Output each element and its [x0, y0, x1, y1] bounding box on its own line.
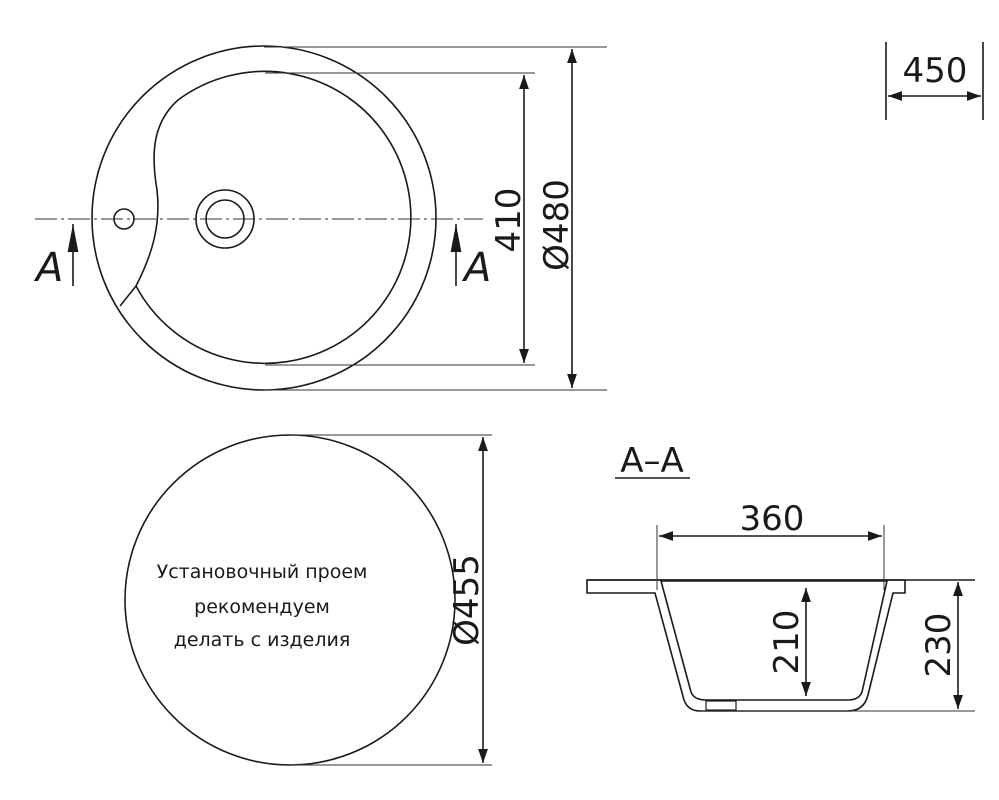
drain-outer [195, 189, 255, 249]
faucet-hole [113, 208, 135, 230]
bowl-depth-label: 210 [767, 610, 807, 675]
total-depth-label: 230 [919, 613, 959, 678]
cutout-dim-label: Ø455 [447, 554, 487, 646]
note-line-3: делать с изделия [174, 629, 351, 651]
section-mark-left: A [33, 245, 63, 291]
sink-bowl-outline [119, 70, 412, 365]
section-view: A–A 360 210 230 [586, 441, 975, 712]
section-mark-right: A [461, 245, 491, 291]
section-width-label: 360 [740, 499, 805, 539]
drain-inner [205, 199, 245, 239]
cutout-view: Установочный проем рекомендуем делать с … [124, 434, 492, 766]
sink-outer-rim [91, 45, 437, 391]
depth-dimension: 450 [885, 42, 984, 120]
dim-inner-label: 410 [489, 188, 529, 253]
top-view: A A 410 Ø480 [33, 45, 607, 391]
depth-label: 450 [903, 51, 968, 91]
dim-outer-label: Ø480 [537, 179, 577, 271]
note-line-2: рекомендуем [194, 596, 330, 618]
note-line-1: Установочный проем [157, 561, 368, 583]
section-title: A–A [620, 441, 684, 481]
